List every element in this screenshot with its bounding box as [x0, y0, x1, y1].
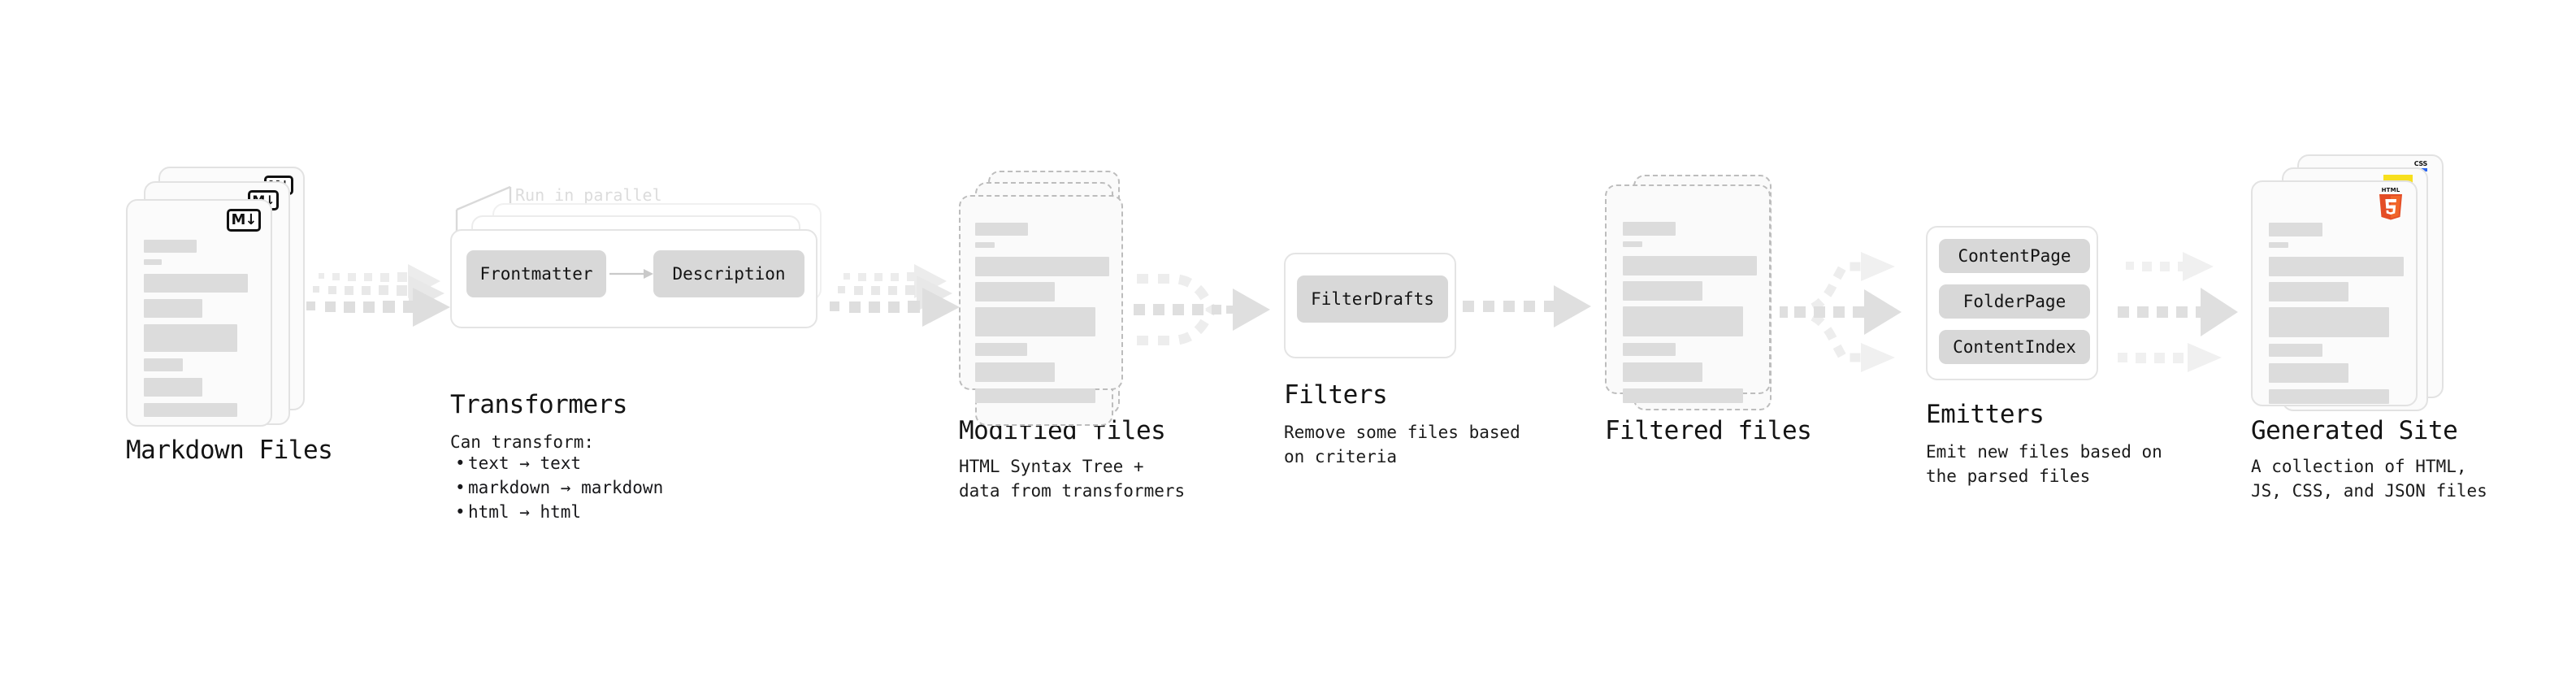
markdown-file-stack: M↓ M↓ M↓	[126, 167, 305, 427]
skeleton-line	[1623, 241, 1642, 247]
stage-transformers: Run in parallel Frontmatter Description …	[439, 0, 845, 681]
skeleton-line	[975, 242, 995, 248]
pill-contentpage[interactable]: ContentPage	[1939, 239, 2090, 273]
pill-description[interactable]: Description	[653, 250, 804, 297]
modified-card-front	[959, 195, 1123, 403]
transformers-bullet-list: text → text markdown → markdown html → h…	[450, 452, 663, 524]
skeleton-line	[144, 240, 197, 253]
list-item: text → text	[450, 452, 663, 476]
pill-contentindex[interactable]: ContentIndex	[1939, 330, 2090, 364]
generated-site-stack: CSS HTML	[2251, 154, 2462, 423]
stage-modified-files: Modified files HTML Syntax Tree + data f…	[935, 0, 1260, 681]
skeleton-line	[1623, 388, 1743, 403]
skeleton-line	[975, 343, 1027, 356]
html5-badge-icon: HTML	[2377, 186, 2405, 220]
transform-arrow-icon	[609, 269, 653, 279]
modified-file-stack	[959, 171, 1138, 431]
generated-card-html: HTML	[2251, 180, 2418, 406]
skeleton-line	[1623, 306, 1743, 336]
skeleton-line	[975, 388, 1095, 403]
emitters-subtitle: Emit new files based on the parsed files	[1926, 442, 2162, 486]
transformer-card-stack: Frontmatter Description Frontmatter Desc…	[450, 203, 832, 328]
run-in-parallel-label: Run in parallel	[515, 185, 662, 205]
pill-frontmatter[interactable]: Frontmatter	[466, 250, 606, 297]
skeleton-line	[2269, 389, 2389, 404]
connector-filters-to-filtered	[1463, 285, 1601, 345]
skeleton-line	[975, 307, 1095, 336]
stage-markdown-files: M↓ M↓ M↓	[0, 0, 333, 681]
skeleton-line	[975, 223, 1028, 236]
connector-modified-to-filters	[1134, 264, 1288, 362]
connector-filtered-to-emitters	[1780, 236, 1934, 382]
skeleton-line	[975, 282, 1055, 301]
filtered-card-front	[1605, 184, 1771, 403]
skeleton-line	[2269, 257, 2404, 276]
skeleton-line	[975, 257, 1109, 276]
skeleton-line	[2269, 223, 2322, 236]
list-item: html → html	[450, 501, 663, 525]
stage-filters: FilterDrafts Filters Remove some files b…	[1276, 0, 1544, 681]
skeleton-line	[1623, 362, 1702, 382]
skeleton-line	[1623, 222, 1676, 236]
skeleton-line	[1623, 281, 1702, 301]
skeleton-line	[2269, 242, 2288, 248]
filtered-file-stack	[1605, 175, 1784, 435]
skeleton-line	[144, 403, 237, 417]
skeleton-line	[2269, 344, 2322, 357]
page-title-filtered-files: Filtered files	[1605, 416, 1812, 445]
connector-transformers-to-modified	[823, 264, 986, 349]
markdown-card-front: M↓	[126, 199, 272, 427]
filters-subtitle: Remove some files based on criteria	[1284, 423, 1520, 466]
markdown-badge-label: M↓	[227, 209, 261, 232]
stage-emitters: ContentPage FolderPage ContentIndex Emit…	[1918, 0, 2194, 681]
skeleton-line	[144, 358, 183, 371]
page-title-markdown-files: Markdown Files	[126, 436, 333, 465]
skeleton-line	[144, 274, 248, 293]
page-title-emitters: Emitters	[1926, 400, 2045, 429]
skeleton-line	[144, 299, 202, 318]
skeleton-line	[2269, 363, 2348, 383]
svg-text:HTML: HTML	[2382, 187, 2400, 193]
connector-emitters-to-site	[2113, 236, 2267, 382]
page-title-generated-site: Generated Site	[2251, 416, 2458, 445]
pill-folderpage[interactable]: FolderPage	[1939, 284, 2090, 319]
skeleton-line	[1623, 343, 1676, 356]
markdown-badge-icon: M↓	[227, 209, 261, 232]
emitters-box: ContentPage FolderPage ContentIndex	[1926, 226, 2098, 380]
skeleton-line	[2269, 282, 2348, 301]
list-item: markdown → markdown	[450, 476, 663, 501]
skeleton-line	[144, 324, 237, 352]
filters-box: FilterDrafts	[1284, 253, 1456, 358]
page-title-filters: Filters	[1284, 380, 1388, 410]
skeleton-line	[144, 378, 202, 397]
stage-generated-site: CSS HTML	[2235, 0, 2576, 681]
transformers-subtitle: Can transform:	[450, 432, 595, 452]
modified-files-subtitle: HTML Syntax Tree + data from transformer…	[959, 457, 1186, 501]
pill-filterdrafts[interactable]: FilterDrafts	[1297, 275, 1448, 323]
page-title-transformers: Transformers	[450, 390, 627, 419]
skeleton-line	[2269, 307, 2389, 337]
skeleton-line	[975, 362, 1055, 382]
stage-filtered-files: Filtered files	[1593, 0, 1902, 681]
connector-md-to-transformers	[302, 264, 465, 349]
generated-site-subtitle: A collection of HTML, JS, CSS, and JSON …	[2251, 457, 2487, 501]
transformer-card-front: Frontmatter Description	[450, 229, 817, 328]
skeleton-line	[1623, 256, 1757, 275]
skeleton-line	[144, 259, 162, 265]
